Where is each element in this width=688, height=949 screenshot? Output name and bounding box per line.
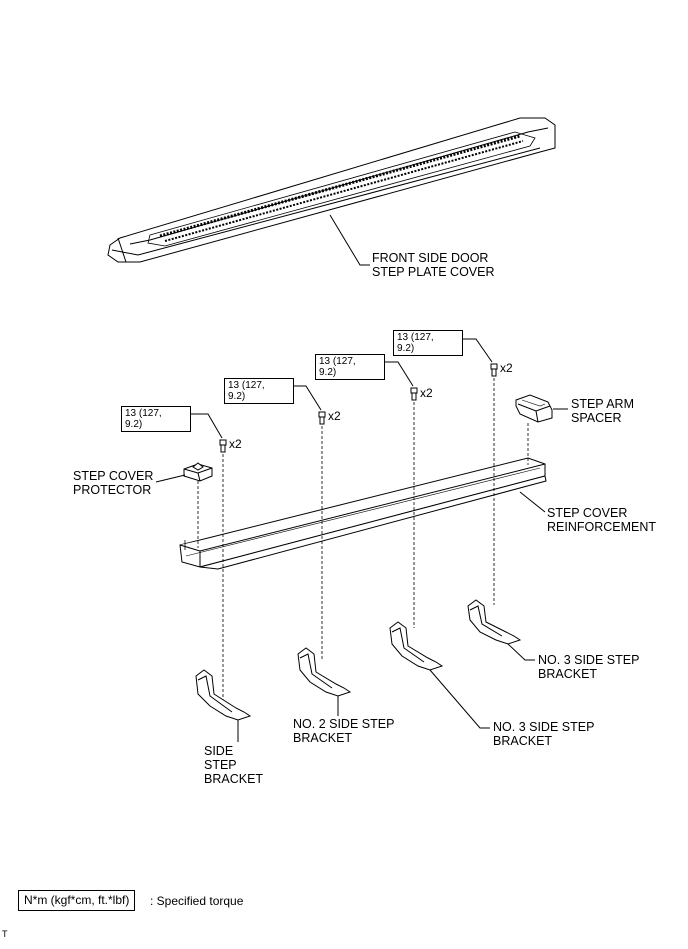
quantity-label: x2 bbox=[500, 361, 513, 375]
leader-step-cover-protector bbox=[155, 474, 186, 483]
leader-reinforcement bbox=[519, 491, 546, 513]
label-line: FRONT SIDE DOOR bbox=[372, 251, 489, 265]
label-front-side-door-step-plate-cover: FRONT SIDE DOOR STEP PLATE COVER bbox=[372, 251, 495, 279]
torque-value: 13 (127, bbox=[125, 408, 162, 419]
label-line: STEP COVER bbox=[73, 469, 154, 483]
torque-callout: 13 (127, 9.2) bbox=[224, 378, 294, 404]
label-line: REINFORCEMENT bbox=[547, 520, 657, 534]
torque-leaders bbox=[190, 338, 493, 439]
label-line: NO. 3 SIDE STEP bbox=[493, 720, 595, 734]
torque-value-cont: 9.2) bbox=[319, 367, 337, 378]
side-step-bracket-drawing bbox=[195, 669, 252, 721]
label-no2-side-step-bracket: NO. 2 SIDE STEP BRACKET bbox=[293, 717, 394, 745]
step-arm-spacer-drawing bbox=[515, 394, 553, 423]
label-step-cover-reinforcement: STEP COVER REINFORCEMENT bbox=[547, 506, 656, 534]
torque-value-cont: 9.2) bbox=[397, 343, 415, 354]
label-line: STEP ARM bbox=[571, 397, 634, 411]
label-line: BRACKET bbox=[293, 731, 353, 745]
no3-bracket-lower-drawing bbox=[389, 621, 444, 671]
label-line: NO. 3 SIDE STEP bbox=[538, 653, 640, 667]
torque-value: 13 (127, bbox=[397, 332, 434, 343]
no3-bracket-upper-drawing bbox=[467, 599, 522, 645]
corner-mark: T bbox=[2, 929, 8, 939]
label-side-step-bracket: SIDE STEP BRACKET bbox=[204, 744, 263, 786]
leader-no3-bracket-lower bbox=[429, 669, 490, 729]
torque-value-cont: 9.2) bbox=[228, 391, 246, 402]
legend-unit-box: N*m (kgf*cm, ft.*lbf) bbox=[18, 890, 136, 911]
label-line: BRACKET bbox=[493, 734, 553, 748]
label-no3-side-step-bracket-upper: NO. 3 SIDE STEP BRACKET bbox=[538, 653, 639, 681]
label-line: PROTECTOR bbox=[73, 483, 152, 497]
label-line: BRACKET bbox=[538, 667, 598, 681]
label-line: SPACER bbox=[571, 411, 622, 425]
label-line: SIDE bbox=[204, 744, 234, 758]
torque-value: 13 (127, bbox=[228, 380, 265, 391]
alignment-lines bbox=[197, 378, 529, 700]
step-cover-protector-drawing bbox=[183, 462, 213, 482]
label-line: BRACKET bbox=[204, 772, 264, 786]
step-cover-reinforcement-drawing bbox=[179, 457, 547, 570]
torque-callout: 13 (127, 9.2) bbox=[393, 330, 463, 356]
quantity-label: x2 bbox=[420, 386, 433, 400]
torque-callout: 13 (127, 9.2) bbox=[121, 406, 191, 432]
label-line: NO. 2 SIDE STEP bbox=[293, 717, 395, 731]
label-line: STEP PLATE COVER bbox=[372, 265, 495, 279]
leader-no3-bracket-upper bbox=[507, 643, 535, 661]
label-step-arm-spacer: STEP ARM SPACER bbox=[571, 397, 634, 425]
no2-bracket-drawing bbox=[297, 647, 352, 697]
quantity-label: x2 bbox=[328, 409, 341, 423]
label-line: STEP COVER bbox=[547, 506, 628, 520]
leader-step-plate-cover bbox=[329, 214, 370, 266]
bolt-icons bbox=[219, 363, 498, 453]
torque-callout: 13 (127, 9.2) bbox=[315, 354, 385, 380]
torque-value: 13 (127, bbox=[319, 356, 356, 367]
legend-description: : Specified torque bbox=[150, 894, 244, 908]
label-line: STEP bbox=[204, 758, 237, 772]
step-plate-cover-drawing bbox=[107, 117, 556, 263]
quantity-label: x2 bbox=[229, 437, 242, 451]
torque-value-cont: 9.2) bbox=[125, 419, 143, 430]
label-step-cover-protector: STEP COVER PROTECTOR bbox=[73, 469, 153, 497]
label-no3-side-step-bracket-lower: NO. 3 SIDE STEP BRACKET bbox=[493, 720, 594, 748]
